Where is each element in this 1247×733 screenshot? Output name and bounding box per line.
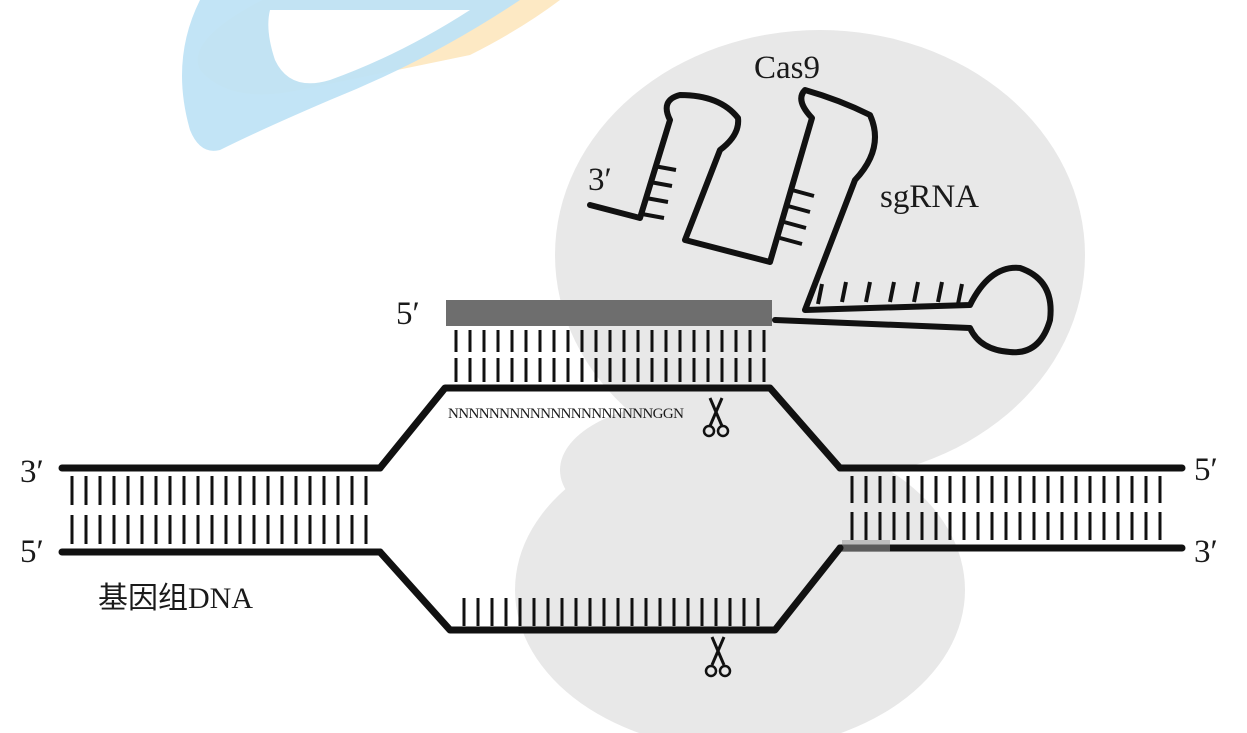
right-top-5prime-label: 5′ [1194, 452, 1218, 488]
cas9-label: Cas9 [754, 50, 820, 86]
target-sequence-label: NNNNNNNNNNNNNNNNNNNNGGN [448, 406, 684, 422]
left-base-pairs [72, 476, 366, 544]
logo-watermark [182, 0, 560, 151]
sgrna-label: sgRNA [880, 179, 979, 215]
right-bottom-3prime-label: 3′ [1194, 534, 1218, 570]
genome-dna-label: 基因组DNA [98, 582, 253, 615]
rna-5prime-label: 5′ [396, 296, 420, 332]
rna-3prime-label: 3′ [588, 162, 612, 198]
left-top-3prime-label: 3′ [20, 454, 44, 490]
sgrna-spacer [446, 300, 772, 382]
left-bottom-5prime-label: 5′ [20, 534, 44, 570]
left-dna-duplex [62, 468, 380, 552]
